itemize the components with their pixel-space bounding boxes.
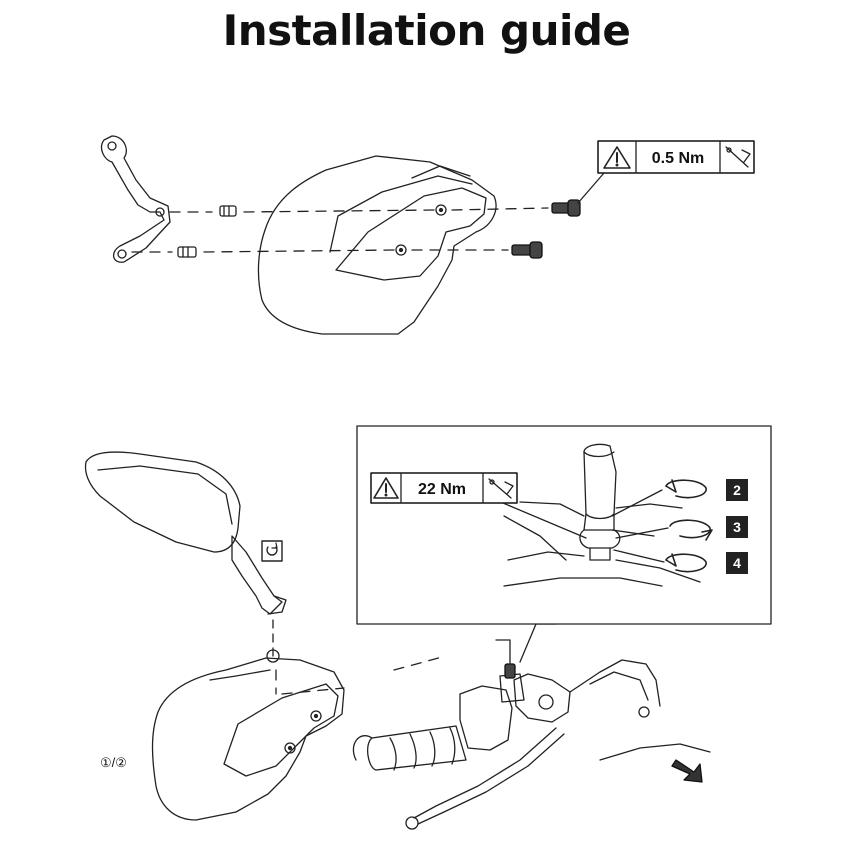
hand-guard-shell-bottom xyxy=(151,649,345,821)
rotation-pointers xyxy=(611,489,669,563)
torque-value-top: 0.5 Nm xyxy=(652,150,704,167)
assembly-axes xyxy=(131,207,549,253)
screw-upper xyxy=(551,199,581,217)
step-badge-1: 2 xyxy=(726,479,748,501)
mounting-bracket xyxy=(100,135,171,263)
rotate-arrow-icon xyxy=(261,540,283,562)
rotation-arrows xyxy=(665,479,713,573)
guard-axes xyxy=(275,655,447,695)
torque-wrench-icon xyxy=(725,146,751,168)
adjuster-nut xyxy=(504,663,516,679)
warning-triangle-icon xyxy=(373,477,399,499)
hand-guard-shell-top xyxy=(257,155,497,335)
screw-lower xyxy=(511,241,543,259)
detail-inset xyxy=(356,425,772,625)
handlebar-assembly xyxy=(352,659,711,830)
direction-arrow-icon xyxy=(671,759,703,783)
torque-wrench-icon xyxy=(488,478,514,499)
torque-value-bottom: 22 Nm xyxy=(418,481,466,498)
callout-connector xyxy=(519,623,557,663)
svg-text:2: 2 xyxy=(733,482,741,498)
variant-label: ①/② xyxy=(100,755,127,770)
svg-text:3: 3 xyxy=(733,519,741,535)
spacer-bolt-upper xyxy=(219,205,237,217)
page-title: Installation guide xyxy=(222,6,631,55)
mirror xyxy=(84,451,287,615)
step-badge-3: 4 xyxy=(726,552,748,574)
warning-triangle-icon xyxy=(603,146,631,169)
step-badge-2: 3 xyxy=(726,516,748,538)
svg-text:4: 4 xyxy=(733,555,741,571)
callout-leader xyxy=(495,639,511,665)
spacer-bolt-lower xyxy=(177,246,197,258)
